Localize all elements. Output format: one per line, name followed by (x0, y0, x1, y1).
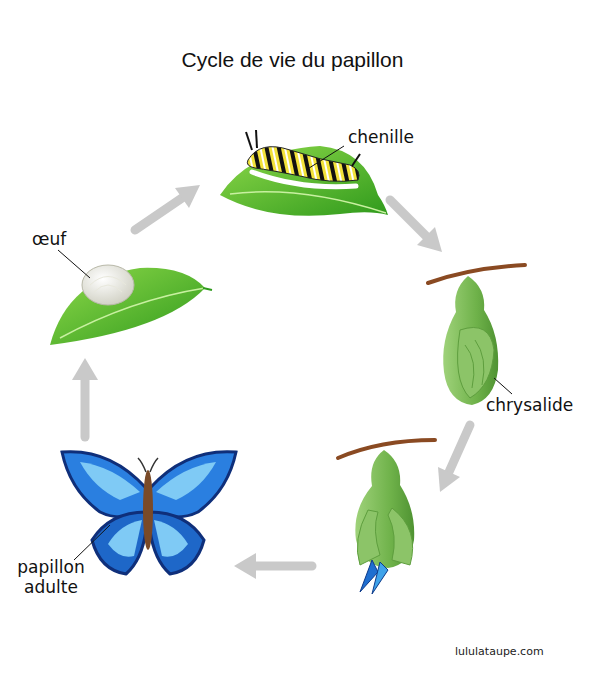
adult-butterfly (62, 452, 236, 574)
chrysalis-stage (428, 265, 525, 405)
cycle-arrows (72, 185, 470, 579)
watermark: lululataupe.com (455, 646, 544, 659)
stage-label: chrysalide (486, 396, 586, 416)
stage-label: papillon adulte (4, 558, 98, 597)
stage-label: œuf (32, 230, 66, 250)
egg-stage (50, 250, 212, 345)
diagram-title: Cycle de vie du papillon (0, 48, 589, 72)
emerging-butterfly (338, 440, 435, 594)
stage-label: chenille (348, 128, 414, 148)
